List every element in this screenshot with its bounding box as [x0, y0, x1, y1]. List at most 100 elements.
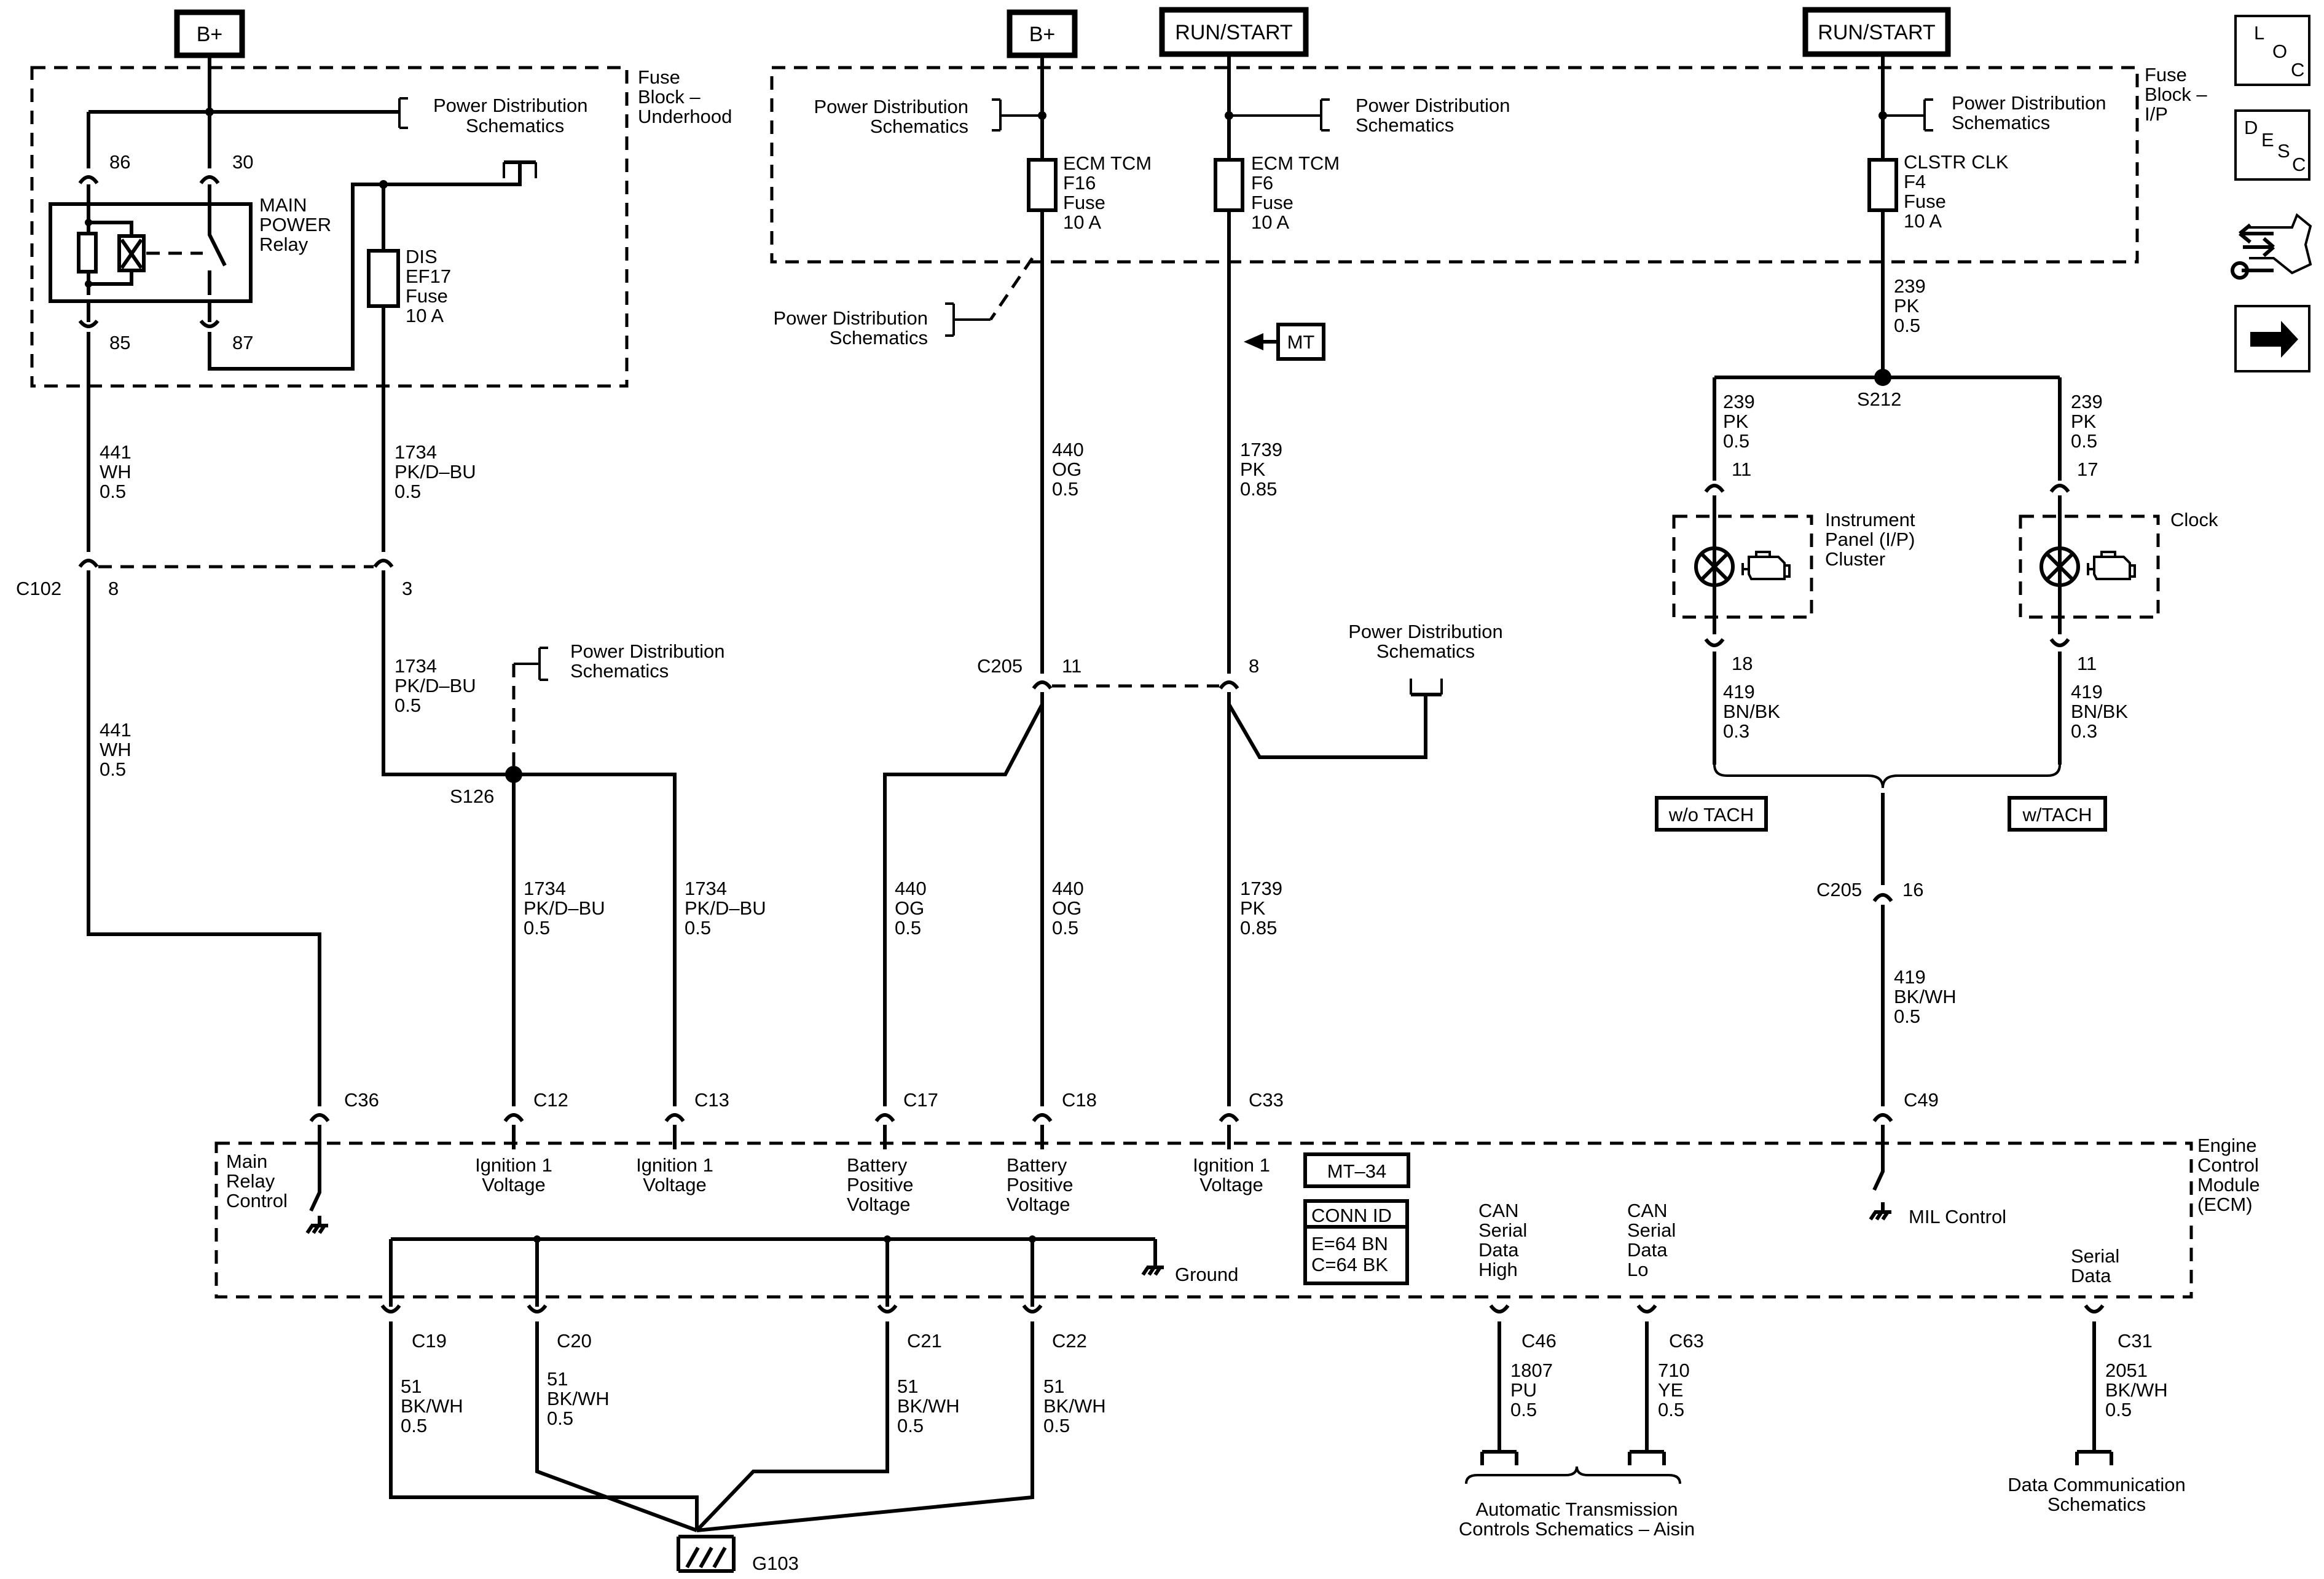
svg-text:Module: Module — [2197, 1174, 2260, 1195]
svg-text:Data: Data — [1627, 1239, 1668, 1261]
power-distribution-ref-4[interactable]: Power Distribution Schematics — [773, 307, 928, 348]
svg-text:MT: MT — [1287, 331, 1315, 353]
svg-text:Schematics: Schematics — [2047, 1494, 2146, 1515]
svg-text:51: 51 — [897, 1376, 918, 1397]
ecm-ign1-b-label: Ignition 1 Voltage — [636, 1154, 713, 1195]
ecm-pin-c21: C21 — [877, 1304, 942, 1352]
svg-text:10 A: 10 A — [1904, 210, 1942, 232]
svg-text:C102: C102 — [16, 578, 61, 599]
power-distribution-ref-7[interactable]: Power Distribution Schematics — [1952, 92, 2106, 133]
svg-text:441: 441 — [100, 441, 132, 463]
cluster-lamp-icon — [1694, 546, 1735, 587]
wire-441-label-1: 441 WH 0.5 — [100, 441, 132, 502]
svg-text:Data: Data — [1478, 1239, 1519, 1261]
mt-reference[interactable]: MT — [1244, 323, 1325, 361]
svg-text:Data Communication: Data Communication — [2008, 1474, 2185, 1495]
svg-text:51: 51 — [401, 1376, 422, 1397]
option-w-tach[interactable]: w/TACH — [2008, 796, 2107, 832]
conn-id-box: CONN ID E=64 BN C=64 BK — [1303, 1199, 1409, 1285]
svg-text:1734: 1734 — [395, 655, 437, 677]
svg-text:Serial: Serial — [2071, 1245, 2119, 1267]
svg-text:0.5: 0.5 — [100, 758, 126, 780]
svg-text:F4: F4 — [1904, 171, 1926, 192]
wire-51-label-2: 51 BK/WH 0.5 — [547, 1368, 610, 1429]
bplus-source-1: B+ — [174, 9, 245, 58]
wire-1807-label: 1807 PU 0.5 — [1510, 1360, 1553, 1420]
svg-text:Cluster: Cluster — [1825, 548, 1885, 570]
wrench-connector-icon[interactable] — [2231, 213, 2312, 280]
svg-text:Power Distribution: Power Distribution — [1348, 621, 1503, 642]
svg-text:440: 440 — [1052, 878, 1084, 899]
svg-text:Voltage: Voltage — [482, 1174, 545, 1195]
power-distribution-ref-2[interactable]: Power Distribution Schematics — [570, 640, 725, 682]
svg-text:1734: 1734 — [524, 878, 566, 899]
ecm-pin-c63: C63 — [1636, 1304, 1704, 1352]
svg-text:Serial: Serial — [1478, 1219, 1527, 1241]
svg-text:0.5: 0.5 — [2071, 430, 2097, 452]
svg-text:0.5: 0.5 — [401, 1415, 427, 1436]
wire-2051-label: 2051 BK/WH 0.5 — [2105, 1360, 2168, 1420]
svg-text:WH: WH — [100, 739, 132, 760]
svg-text:L: L — [2254, 22, 2264, 44]
svg-text:11: 11 — [1062, 655, 1082, 677]
svg-text:Fuse: Fuse — [1904, 191, 1946, 212]
svg-text:0.5: 0.5 — [395, 695, 421, 716]
svg-text:EF17: EF17 — [406, 266, 451, 287]
svg-text:Schematics: Schematics — [570, 660, 669, 682]
svg-text:Schematics: Schematics — [830, 327, 928, 348]
location-nav-icon[interactable]: L O C — [2234, 15, 2310, 86]
svg-text:Ignition 1: Ignition 1 — [475, 1154, 552, 1176]
power-distribution-ref-5[interactable]: Power Distribution Schematics — [1356, 95, 1510, 136]
power-distribution-ref-3[interactable]: Power Distribution Schematics — [814, 96, 968, 137]
power-distribution-ref-1[interactable]: Power Distribution Schematics — [433, 95, 588, 136]
description-nav-icon[interactable]: D E S C — [2234, 109, 2310, 181]
ecm-main-relay-label: Main Relay Control — [226, 1151, 288, 1211]
svg-text:C17: C17 — [903, 1089, 938, 1111]
svg-text:C12: C12 — [533, 1089, 568, 1111]
wire-441-label-2: 441 WH 0.5 — [100, 719, 132, 780]
ecm-pin-c20: C20 — [527, 1304, 592, 1352]
svg-text:419: 419 — [2071, 681, 2103, 703]
option-wo-tach[interactable]: w/o TACH — [1655, 796, 1768, 832]
svg-text:Schematics: Schematics — [870, 116, 968, 137]
svg-text:419: 419 — [1723, 681, 1755, 703]
svg-text:Schematics: Schematics — [1356, 114, 1454, 136]
ecm-pin-c33: C33 — [1219, 1089, 1284, 1149]
svg-text:0.5: 0.5 — [1894, 1006, 1920, 1027]
svg-text:Power Distribution: Power Distribution — [570, 640, 725, 662]
svg-text:0.5: 0.5 — [1723, 430, 1749, 452]
next-page-arrow-icon[interactable] — [2234, 305, 2310, 372]
svg-text:Serial: Serial — [1627, 1219, 1676, 1241]
wire-239-label-1: 239 PK 0.5 — [1894, 275, 1926, 336]
svg-text:POWER: POWER — [259, 214, 331, 235]
svg-text:Block –: Block – — [2145, 84, 2207, 105]
svg-text:C63: C63 — [1669, 1330, 1704, 1352]
svg-text:CAN: CAN — [1627, 1200, 1667, 1221]
ecm-can-high-label: CAN Serial Data High — [1478, 1200, 1527, 1280]
svg-text:0.5: 0.5 — [547, 1408, 573, 1429]
svg-text:1739: 1739 — [1240, 878, 1282, 899]
svg-text:3: 3 — [402, 578, 412, 599]
svg-text:YE: YE — [1658, 1379, 1683, 1401]
svg-text:Control: Control — [226, 1190, 288, 1211]
svg-text:Power Distribution: Power Distribution — [814, 96, 968, 117]
svg-text:C21: C21 — [907, 1330, 942, 1352]
svg-text:S212: S212 — [1857, 388, 1901, 410]
svg-text:0.5: 0.5 — [1658, 1399, 1684, 1420]
relay-pin-30: 30 — [199, 151, 253, 184]
svg-text:239: 239 — [1894, 275, 1926, 297]
svg-text:C33: C33 — [1249, 1089, 1284, 1111]
ecm-ign1-c-label: Ignition 1 Voltage — [1193, 1154, 1270, 1195]
svg-text:0.5: 0.5 — [2105, 1399, 2132, 1420]
data-communication-schematics-ref[interactable]: Data Communication Schematics — [2008, 1474, 2185, 1515]
wire-1734-label-2: 1734 PK/D–BU 0.5 — [395, 655, 476, 716]
fuse-block-ip-outline — [770, 66, 2139, 264]
power-distribution-ref-6[interactable]: Power Distribution Schematics — [1348, 621, 1503, 662]
auto-trans-schematics-ref[interactable]: Automatic Transmission Controls Schemati… — [1459, 1498, 1695, 1540]
svg-text:0.5: 0.5 — [1510, 1399, 1537, 1420]
bplus-source-2: B+ — [1007, 9, 1078, 58]
instrument-panel-cluster-box — [1672, 514, 1813, 619]
svg-text:BK/WH: BK/WH — [897, 1395, 960, 1417]
svg-text:E=64 BN: E=64 BN — [1311, 1233, 1388, 1254]
ecm-serial-data-label: Serial Data — [2071, 1245, 2119, 1286]
